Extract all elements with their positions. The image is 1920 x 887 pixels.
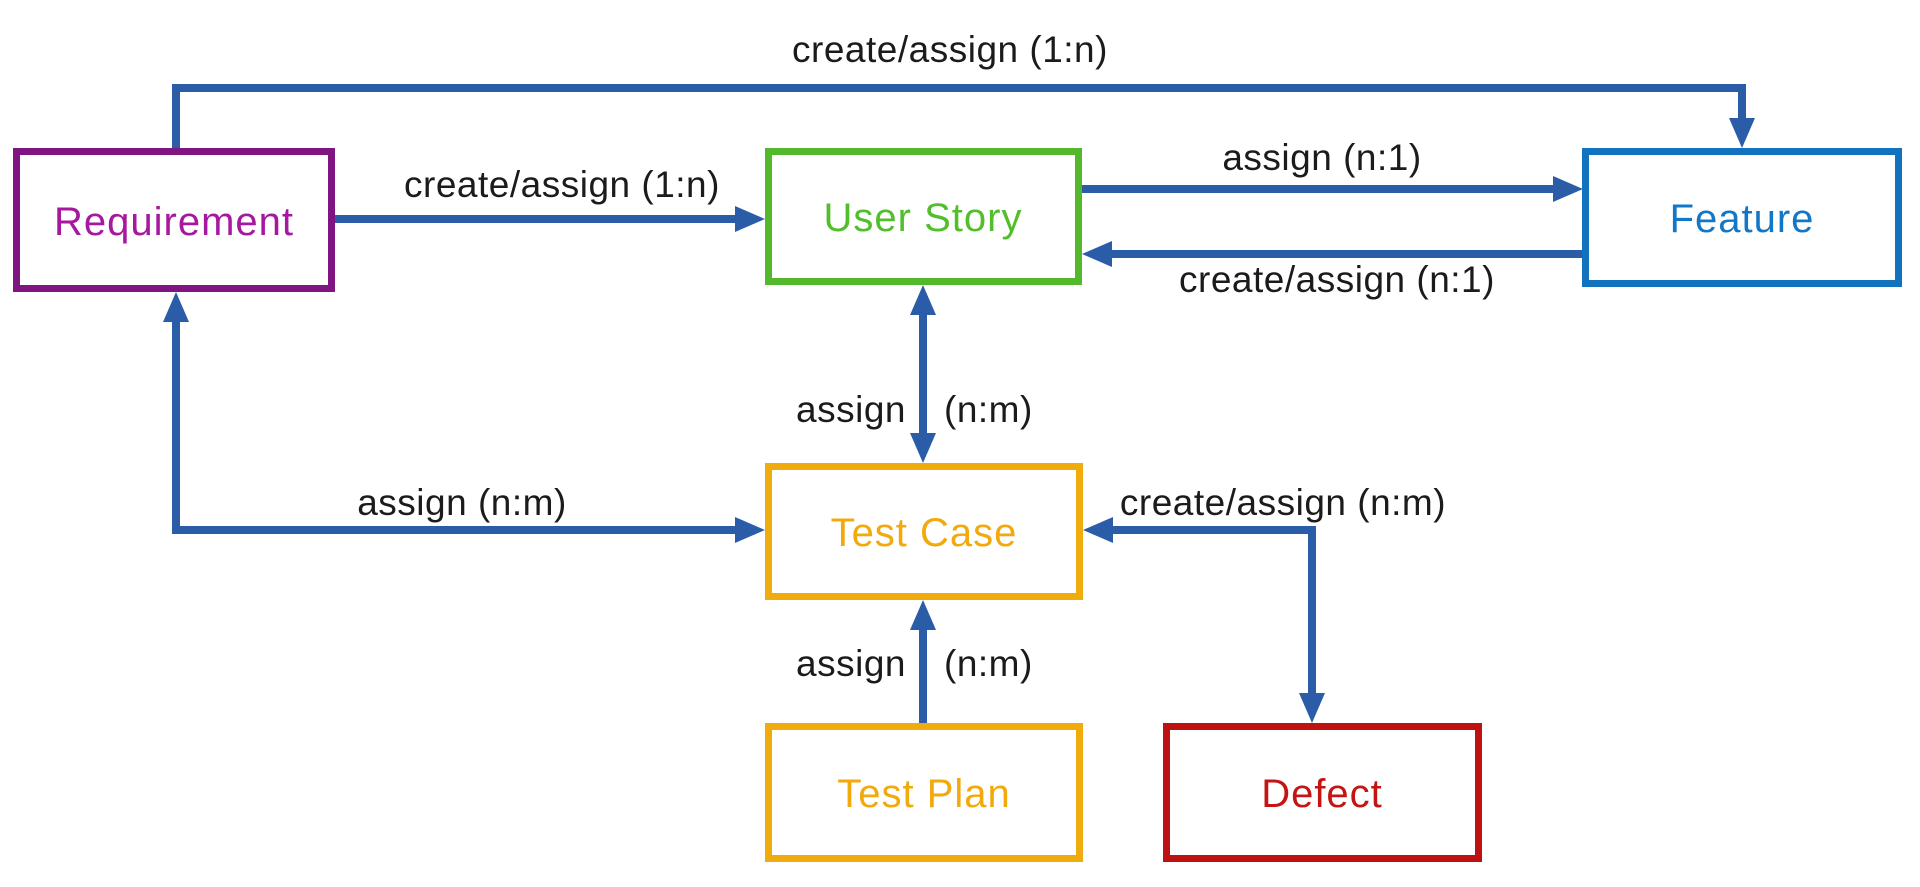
arrowhead-up-into-requirement-bottom: [163, 292, 189, 322]
edge-defect-testcase-line: [1109, 526, 1316, 696]
node-feature: Feature: [1582, 148, 1902, 287]
arrowhead-left-into-userstory-right: [1082, 241, 1112, 267]
edge-label-userstory-feature: assign (n:1): [1222, 137, 1421, 178]
node-defect-box: [1163, 723, 1482, 862]
arrowhead-up-into-userstory-bottom: [910, 285, 936, 315]
arrowhead-down-into-feature-top: [1729, 118, 1755, 148]
node-test-case: Test Case: [765, 463, 1083, 600]
node-requirement-box: [13, 148, 335, 292]
node-test-case-label: Test Case: [831, 511, 1018, 555]
node-test-plan-box: [765, 723, 1083, 862]
node-user-story-label: User Story: [824, 196, 1023, 240]
arrowhead-right-into-userstory-left: [735, 206, 765, 232]
edge-label-feature-userstory: create/assign (n:1): [1179, 259, 1495, 300]
edge-multiplicity-userstory-testcase: (n:m): [944, 389, 1033, 430]
edge-label-requirement-testcase: assign (n:m): [357, 482, 567, 523]
arrowhead-layer: [163, 118, 1755, 723]
arrowhead-right-into-testcase-left: [735, 517, 765, 543]
node-defect: Defect: [1163, 723, 1482, 862]
node-requirement-label: Requirement: [54, 200, 294, 244]
node-requirement: Requirement: [13, 148, 335, 292]
node-feature-label: Feature: [1670, 197, 1815, 241]
node-defect-label: Defect: [1261, 772, 1383, 816]
node-user-story: User Story: [765, 148, 1082, 285]
arrowhead-left-into-testcase-right: [1083, 517, 1113, 543]
node-test-plan-label: Test Plan: [837, 772, 1011, 816]
edge-requirement-feature-line: [172, 84, 1746, 148]
edge-requirement-testcase-line: [172, 319, 739, 534]
node-test-case-box: [765, 463, 1083, 600]
edge-label-requirement-userstory: create/assign (1:n): [404, 164, 720, 205]
arrowhead-right-into-feature-left: [1553, 176, 1583, 202]
arrowhead-up-into-testcase-bottom: [910, 600, 936, 630]
edge-label-requirement-feature: create/assign (1:n): [792, 29, 1108, 70]
edge-label-layer: create/assign (1:n) create/assign (1:n) …: [357, 29, 1495, 684]
edge-layer: [172, 84, 1746, 723]
node-feature-box: [1582, 148, 1902, 287]
arrowhead-down-into-defect-top: [1299, 693, 1325, 723]
edge-label-defect-testcase: create/assign (n:m): [1120, 482, 1446, 523]
edge-label-userstory-testcase: assign: [796, 389, 906, 430]
node-user-story-box: [765, 148, 1082, 285]
edge-label-testplan-testcase: assign: [796, 643, 906, 684]
edge-multiplicity-testplan-testcase: (n:m): [944, 643, 1033, 684]
node-test-plan: Test Plan: [765, 723, 1083, 862]
arrowhead-down-into-testcase-top: [910, 433, 936, 463]
